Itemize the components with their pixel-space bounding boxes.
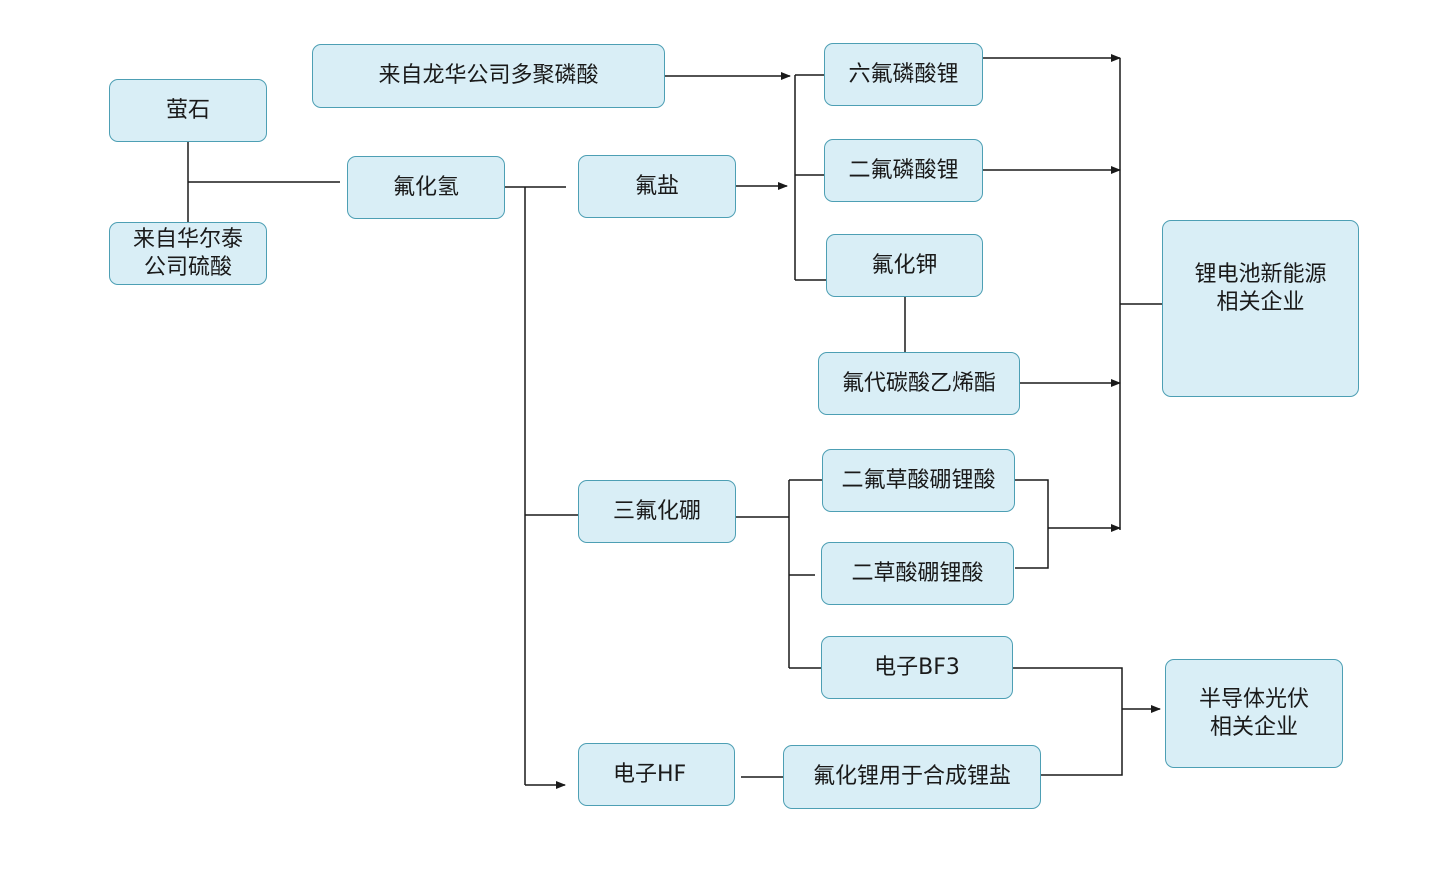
node-fluorite: 萤石 xyxy=(109,79,267,142)
node-fluoride-salt: 氟盐 xyxy=(578,155,736,218)
node-label-line2: 相关企业 xyxy=(1209,714,1298,740)
node-label: 萤石 xyxy=(165,97,210,123)
node-label: 氟代碳酸乙烯酯 xyxy=(841,370,996,396)
line-semi-bus xyxy=(1013,667,1123,776)
node-kf: 氟化钾 xyxy=(826,234,983,297)
node-label: 来自龙华公司多聚磷酸 xyxy=(378,63,599,89)
node-bf3: 三氟化硼 xyxy=(578,480,736,543)
node-label: 六氟磷酸锂 xyxy=(848,61,959,87)
node-lipo2f2: 二氟磷酸锂 xyxy=(824,139,983,202)
node-label: 二草酸硼锂酸 xyxy=(851,560,984,586)
node-label: 氟化锂用于合成锂盐 xyxy=(812,764,1011,790)
node-hf: 氟化氢 xyxy=(347,156,505,219)
node-battery-companies: 锂电池新能源相关企业 xyxy=(1162,220,1359,397)
node-lipf6: 六氟磷酸锂 xyxy=(824,43,983,106)
node-label-line1: 半导体光伏 xyxy=(1198,687,1309,712)
node-label-line1: 锂电池新能源 xyxy=(1194,262,1327,287)
node-electronic-hf: 电子HF xyxy=(578,743,735,806)
line-borates xyxy=(1015,479,1049,569)
node-label-line2: 公司硫酸 xyxy=(143,254,232,280)
node-lif: 氟化锂用于合成锂盐 xyxy=(783,745,1041,809)
node-fec: 氟代碳酸乙烯酯 xyxy=(818,352,1020,415)
node-label: 二氟草酸硼锂酸 xyxy=(841,467,996,493)
node-label: 电子HF xyxy=(613,761,687,787)
node-label-line1: 来自华尔泰 xyxy=(132,227,243,252)
node-label: 氟盐 xyxy=(634,173,679,199)
node-lidfob: 二氟草酸硼锂酸 xyxy=(822,449,1015,512)
node-libob: 二草酸硼锂酸 xyxy=(821,542,1014,605)
node-label-line2: 相关企业 xyxy=(1216,289,1305,315)
node-longhua-polyphosphoric: 来自龙华公司多聚磷酸 xyxy=(312,44,665,108)
node-label: 氟化钾 xyxy=(871,252,938,278)
node-huaer-sulfuric: 来自华尔泰公司硫酸 xyxy=(109,222,267,285)
node-semiconductor-companies: 半导体光伏相关企业 xyxy=(1165,659,1343,768)
node-label: 电子BF3 xyxy=(874,654,960,680)
node-label: 二氟磷酸锂 xyxy=(848,157,959,183)
node-label: 氟化氢 xyxy=(392,174,459,200)
node-electronic-bf3: 电子BF3 xyxy=(821,636,1013,699)
node-label: 三氟化硼 xyxy=(612,498,701,524)
